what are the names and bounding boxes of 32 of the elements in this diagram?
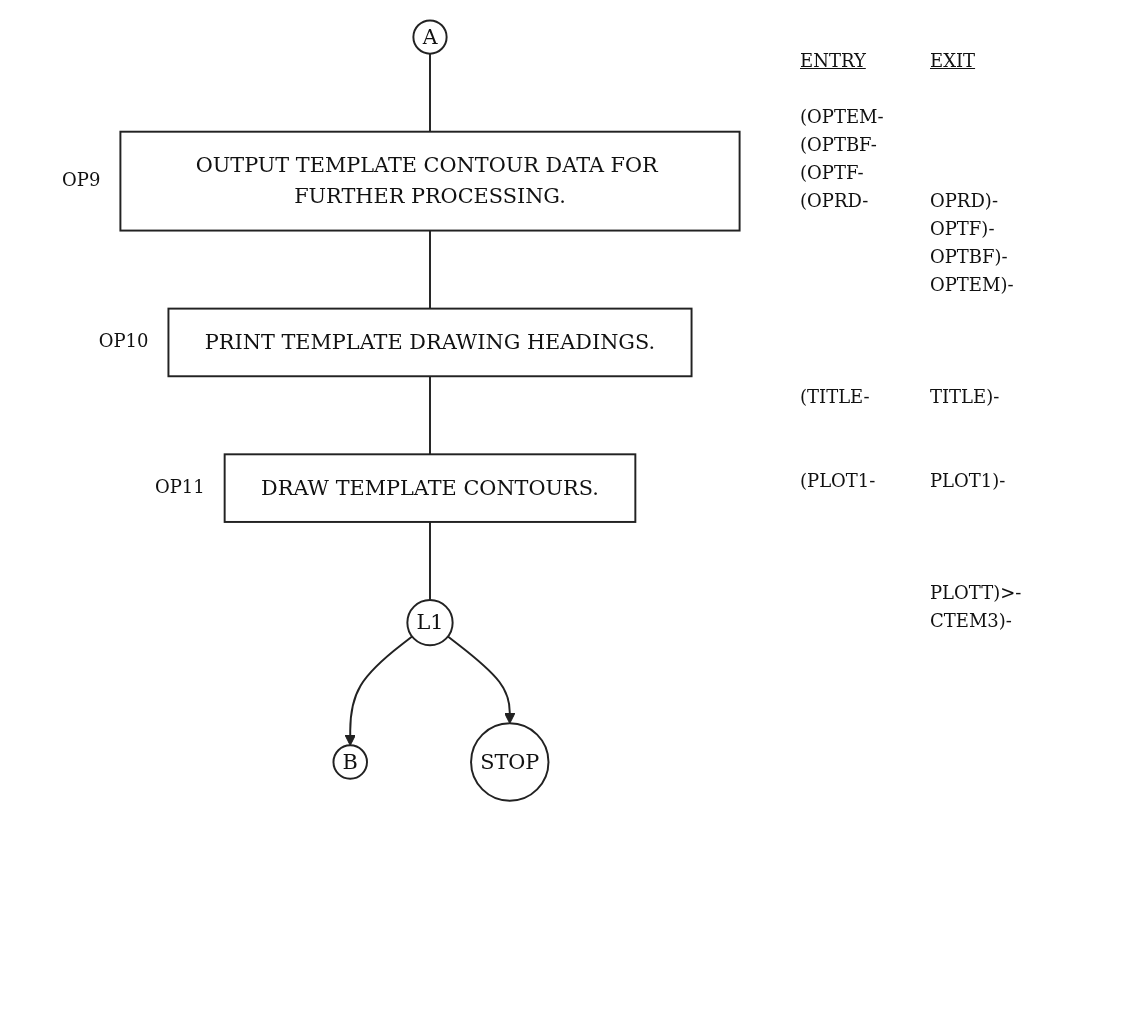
column-heading: ENTRY bbox=[800, 50, 866, 71]
node-circle: A bbox=[412, 19, 448, 55]
routine-name: PLOT1)- bbox=[930, 470, 1006, 491]
routine-name: (TITLE- bbox=[800, 386, 870, 407]
step-label: OP10 bbox=[98, 330, 149, 352]
connector bbox=[429, 52, 431, 133]
node-circle: STOP bbox=[470, 722, 550, 802]
routine-name: (PLOT1- bbox=[800, 470, 876, 491]
step-label: OP11 bbox=[154, 476, 205, 498]
routine-name: PLOTT)>- bbox=[930, 582, 1022, 603]
routine-name: (OPTBF- bbox=[800, 134, 877, 155]
node-box: PRINT TEMPLATE DRAWING HEADINGS. bbox=[167, 307, 693, 378]
routine-name: OPTEM)- bbox=[930, 274, 1014, 295]
node-circle: L1 bbox=[406, 599, 454, 647]
connector bbox=[429, 229, 431, 310]
connector bbox=[429, 520, 431, 601]
routine-name: (OPTEM- bbox=[800, 106, 884, 127]
routine-name: CTEM3)- bbox=[930, 610, 1012, 631]
node-box: OUTPUT TEMPLATE CONTOUR DATA FOR FURTHER PROCESSING. bbox=[119, 130, 741, 232]
column-heading: EXIT bbox=[930, 50, 976, 71]
routine-name: (OPRD- bbox=[800, 190, 869, 211]
arrow bbox=[344, 635, 414, 746]
arrow bbox=[446, 635, 516, 724]
routine-name: OPTF)- bbox=[930, 218, 995, 239]
routine-name: OPRD)- bbox=[930, 190, 998, 211]
connector bbox=[429, 375, 431, 456]
node-box: DRAW TEMPLATE CONTOURS. bbox=[223, 453, 637, 523]
routine-name: (OPTF- bbox=[800, 162, 864, 183]
node-circle: B bbox=[332, 744, 368, 780]
step-label: OP9 bbox=[62, 169, 101, 191]
routine-name: OPTBF)- bbox=[930, 246, 1008, 267]
routine-name: TITLE)- bbox=[930, 386, 1000, 407]
